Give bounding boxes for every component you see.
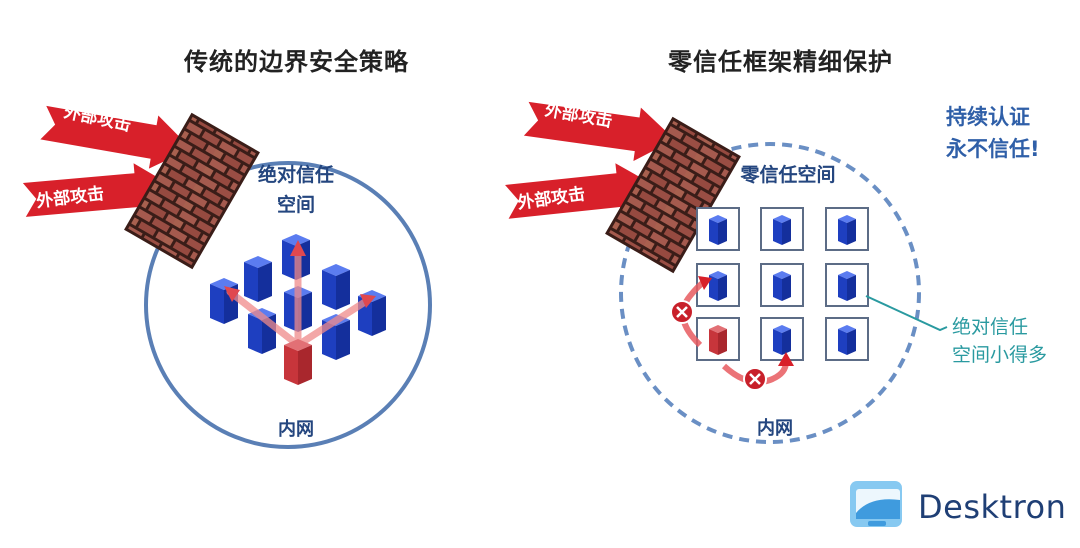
attack-arrow bbox=[40, 105, 192, 169]
attack-arrow bbox=[505, 163, 657, 219]
server-icon bbox=[773, 215, 791, 245]
right-panel-title: 零信任框架精细保护 bbox=[668, 48, 893, 76]
attack-arrow bbox=[22, 163, 174, 218]
blocked-icon bbox=[743, 367, 767, 391]
blocked-movement-arrows bbox=[670, 276, 794, 391]
server-icon bbox=[773, 271, 791, 301]
arrow-head bbox=[290, 240, 306, 256]
arrow-head bbox=[360, 294, 376, 308]
intranet-boundary-circle bbox=[144, 161, 432, 449]
zero-trust-space-label: 零信任空间 bbox=[740, 164, 836, 186]
callout-label: 绝对信任 bbox=[952, 316, 1029, 338]
attack-arrow bbox=[523, 101, 675, 162]
micro-segment-grid bbox=[696, 207, 869, 361]
callout-line bbox=[865, 295, 948, 332]
server-icon bbox=[210, 278, 238, 324]
zero-trust-boundary-circle bbox=[619, 142, 921, 444]
intranet-label: 内网 bbox=[757, 418, 793, 439]
compromised-server-icon bbox=[284, 339, 312, 385]
compromised-server-icon bbox=[709, 325, 727, 355]
callout-label: 空间小得多 bbox=[952, 344, 1048, 366]
trust-space-label: 空间 bbox=[276, 194, 315, 216]
server-icon bbox=[838, 215, 856, 245]
arrow-head bbox=[224, 286, 240, 302]
firewall-brick-wall bbox=[124, 112, 260, 270]
server-icon bbox=[322, 264, 350, 310]
trust-space-label: 绝对信任 bbox=[257, 164, 334, 186]
server-icon bbox=[838, 271, 856, 301]
intranet-label: 内网 bbox=[278, 419, 314, 440]
lateral-movement-arrows bbox=[226, 248, 372, 349]
desktron-logo-icon bbox=[850, 481, 902, 527]
continuous-auth-note: 持续认证 bbox=[946, 105, 1030, 129]
left-panel-title: 传统的边界安全策略 bbox=[184, 48, 409, 76]
left-panel bbox=[22, 105, 432, 449]
blocked-icon bbox=[670, 300, 694, 324]
right-panel bbox=[505, 101, 948, 444]
server-icon bbox=[709, 271, 727, 301]
brand-name: Desktron bbox=[918, 488, 1067, 526]
never-trust-note: 永不信任! bbox=[946, 137, 1040, 161]
server-icon bbox=[244, 256, 272, 302]
server-cluster bbox=[210, 234, 386, 385]
server-icon bbox=[838, 325, 856, 355]
server-icon bbox=[773, 325, 791, 355]
server-icon bbox=[709, 215, 727, 245]
